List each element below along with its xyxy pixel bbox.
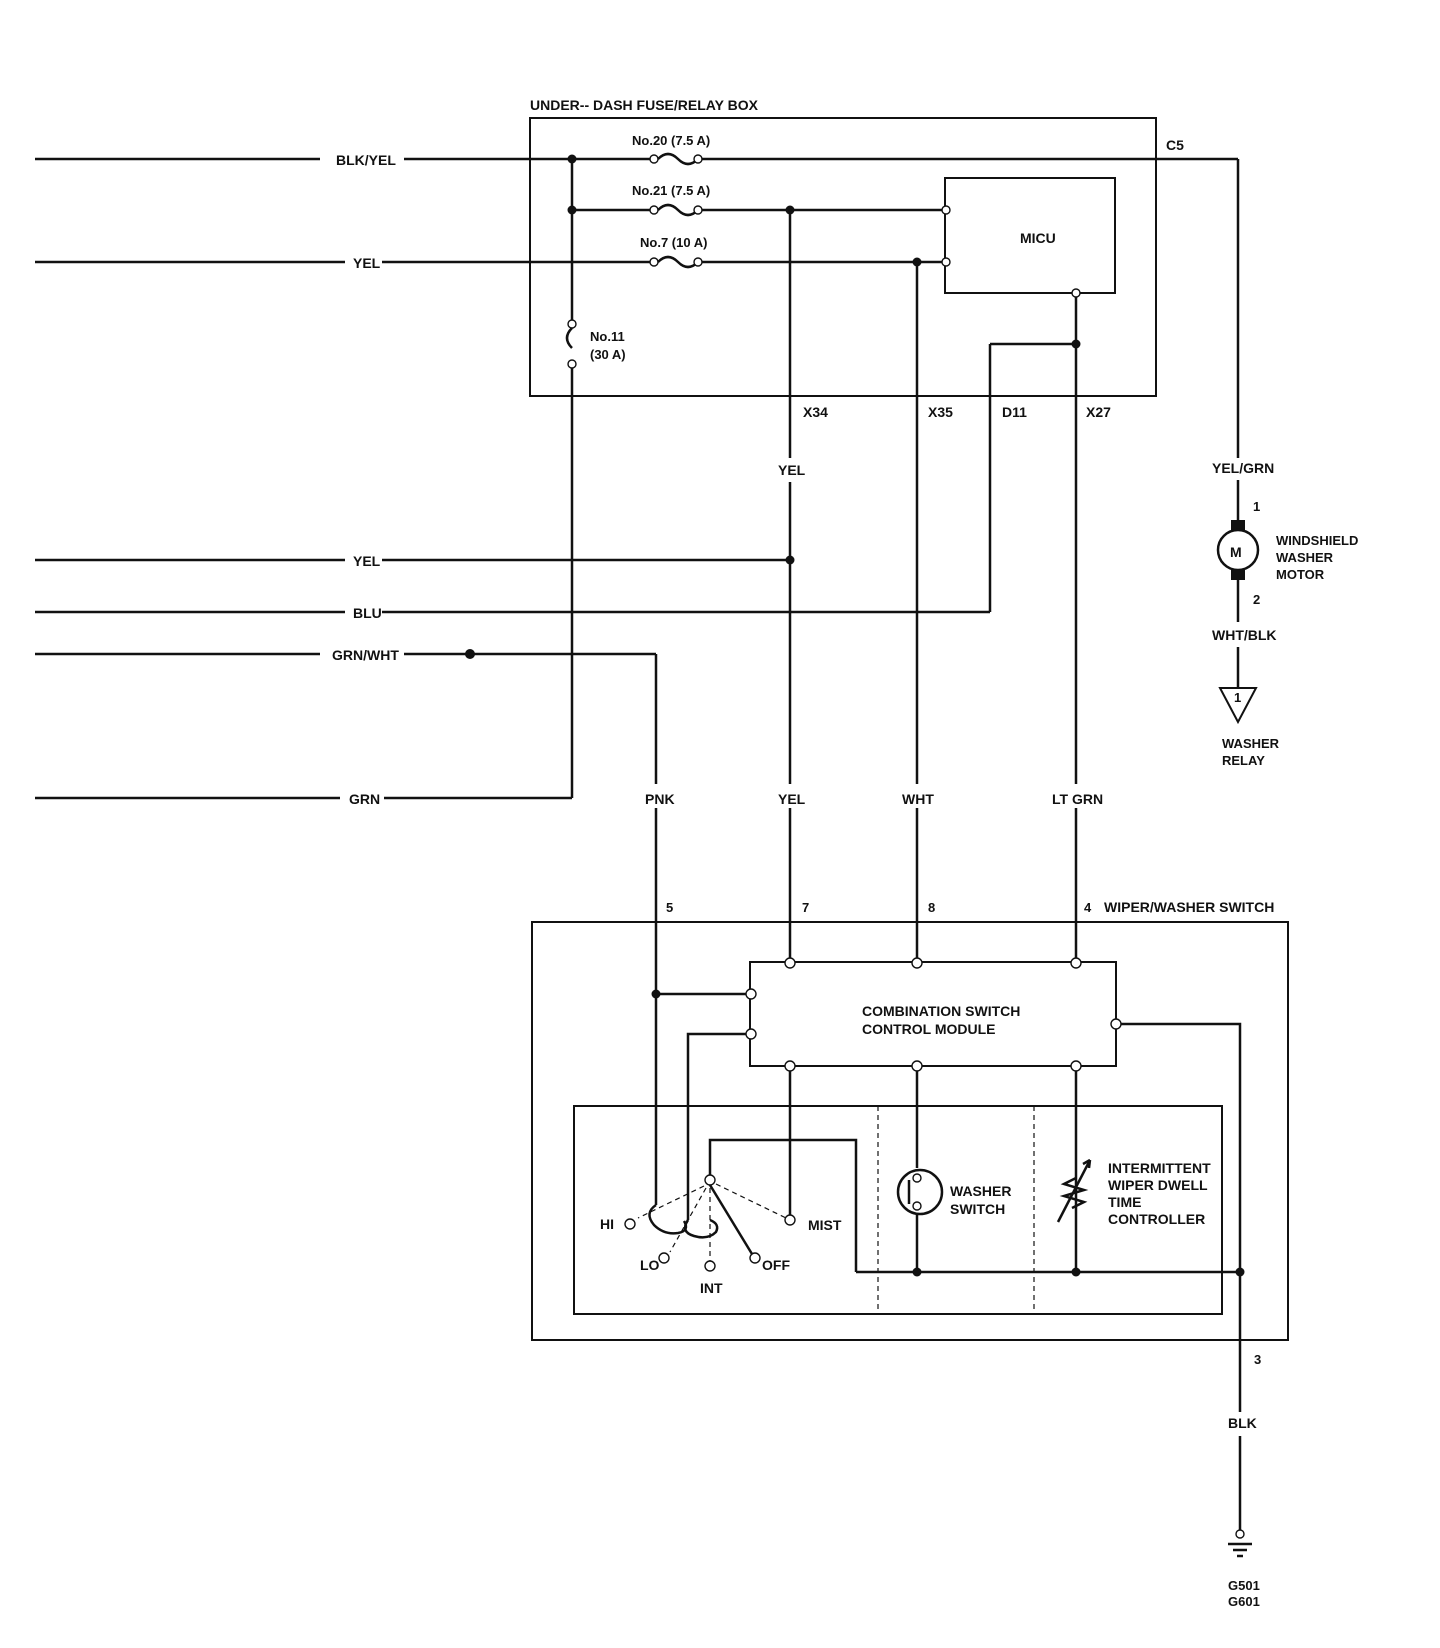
micu-label: MICU xyxy=(1020,230,1056,246)
junction-dot xyxy=(465,649,475,659)
motor-label-3: MOTOR xyxy=(1276,567,1325,582)
fuse-11-label-a: No.11 xyxy=(590,329,625,344)
pin-x27-label: X27 xyxy=(1086,404,1111,420)
ground-label-2: G601 xyxy=(1228,1594,1260,1609)
module-terminal xyxy=(784,957,796,969)
motor-symbol-m: M xyxy=(1230,544,1242,560)
wiper-washer-switch-box xyxy=(531,921,1289,1341)
module-terminal xyxy=(1110,1018,1122,1030)
wire-grn-wht-pnk xyxy=(35,652,658,1205)
fuse-7-label: No.7 (10 A) xyxy=(640,235,707,250)
connector-c5-label: C5 xyxy=(1166,137,1184,153)
wire-label-yel-left: YEL xyxy=(353,553,381,569)
rotary-switch-symbol xyxy=(624,1138,858,1272)
switch-pin-5: 5 xyxy=(666,900,673,915)
wire-blk-yel xyxy=(35,157,1240,458)
idc-label-1: INTERMITTENT xyxy=(1108,1160,1211,1176)
wire-label-wht: WHT xyxy=(902,791,934,807)
mist-terminal xyxy=(784,1214,796,1226)
wire-label-lt-grn: LT GRN xyxy=(1052,791,1103,807)
wire-fuse-21 xyxy=(572,203,951,217)
pin-d11-label: D11 xyxy=(1002,404,1027,420)
washer-relay-symbol xyxy=(1218,687,1258,725)
intermittent-controller-symbol xyxy=(1056,1071,1092,1272)
module-label-2: CONTROL MODULE xyxy=(862,1021,996,1037)
fuse-20-label: No.20 (7.5 A) xyxy=(632,133,710,148)
wire-lt-grn-x27 xyxy=(1071,288,1081,962)
module-terminal xyxy=(911,957,923,969)
switch-label-hi: HI xyxy=(600,1216,614,1232)
wire-label-pnk: PNK xyxy=(645,791,675,807)
fuse-11-label-b: (30 A) xyxy=(590,347,626,362)
switch-inner-box xyxy=(573,1105,1223,1315)
wire-label-yel-grn: YEL/GRN xyxy=(1212,460,1274,476)
fuse-21-label: No.21 (7.5 A) xyxy=(632,183,710,198)
relay-label-1: WASHER xyxy=(1222,736,1280,751)
pin-x35-label: X35 xyxy=(928,404,953,420)
idc-label-3: TIME xyxy=(1108,1194,1141,1210)
wire-label-wht-blk: WHT/BLK xyxy=(1212,627,1277,643)
switch-label-mist: MIST xyxy=(808,1217,842,1233)
module-terminal xyxy=(745,1028,757,1040)
junction-dot xyxy=(1071,1267,1081,1277)
switch-pin-8: 8 xyxy=(928,900,935,915)
wire-grn xyxy=(35,368,574,800)
switch-pin-3: 3 xyxy=(1254,1352,1261,1367)
wire-label-blk: BLK xyxy=(1228,1415,1257,1431)
fuse-20-symbol xyxy=(649,152,703,166)
switch-pin-7: 7 xyxy=(802,900,809,915)
ground-label-1: G501 xyxy=(1228,1578,1260,1593)
relay-pin-1: 1 xyxy=(1234,690,1241,705)
ground-symbol xyxy=(1228,1529,1252,1558)
pin-x34-label: X34 xyxy=(803,404,828,420)
washer-switch-label-2: SWITCH xyxy=(950,1201,1005,1217)
wire-internal xyxy=(1121,1022,1242,1270)
motor-pin-2: 2 xyxy=(1253,592,1260,607)
switch-pin-4: 4 xyxy=(1084,900,1092,915)
washer-switch-symbol xyxy=(896,1071,944,1272)
fuse-11-symbol xyxy=(565,319,577,369)
relay-label-2: RELAY xyxy=(1222,753,1265,768)
wire-label-yel-mid: YEL xyxy=(778,462,806,478)
wire-label-yel-lower: YEL xyxy=(778,791,806,807)
idc-label-2: WIPER DWELL xyxy=(1108,1177,1208,1193)
module-label-1: COMBINATION SWITCH xyxy=(862,1003,1020,1019)
switch-label-int: INT xyxy=(700,1280,723,1296)
motor-pin-1: 1 xyxy=(1253,499,1260,514)
switch-title: WIPER/WASHER SWITCH xyxy=(1104,899,1274,915)
motor-label-2: WASHER xyxy=(1276,550,1334,565)
wire-blu-d11 xyxy=(35,342,1076,614)
switch-label-lo: LO xyxy=(640,1257,660,1273)
switch-label-off: OFF xyxy=(762,1257,790,1273)
module-terminal xyxy=(911,1060,923,1072)
module-terminal xyxy=(784,1060,796,1072)
wire-internal xyxy=(686,1032,746,1220)
junction-dot xyxy=(651,989,661,999)
wire-label-grn: GRN xyxy=(349,791,380,807)
wire-label-grn-wht: GRN/WHT xyxy=(332,647,399,663)
module-terminal xyxy=(1070,957,1082,969)
motor-label-1: WINDSHIELD xyxy=(1276,533,1358,548)
module-terminal xyxy=(1070,1060,1082,1072)
junction-dot xyxy=(567,154,577,164)
junction-dot xyxy=(1071,339,1081,349)
junction-dot xyxy=(912,1267,922,1277)
combination-switch-module xyxy=(749,961,1117,1067)
wire-label-blu: BLU xyxy=(353,605,382,621)
junction-dot xyxy=(785,555,795,565)
washer-motor-symbol xyxy=(1216,520,1260,580)
micu-box xyxy=(944,177,1116,294)
module-terminal xyxy=(745,988,757,1000)
fuse-box-title: UNDER-- DASH FUSE/RELAY BOX xyxy=(530,97,759,113)
washer-switch-label-1: WASHER xyxy=(950,1183,1011,1199)
fuse-relay-box xyxy=(529,117,1157,397)
wire-label-yel-top: YEL xyxy=(353,255,381,271)
idc-label-4: CONTROLLER xyxy=(1108,1211,1205,1227)
wire-label-blk-yel: BLK/YEL xyxy=(336,152,396,168)
wire-yel-top xyxy=(35,255,951,269)
